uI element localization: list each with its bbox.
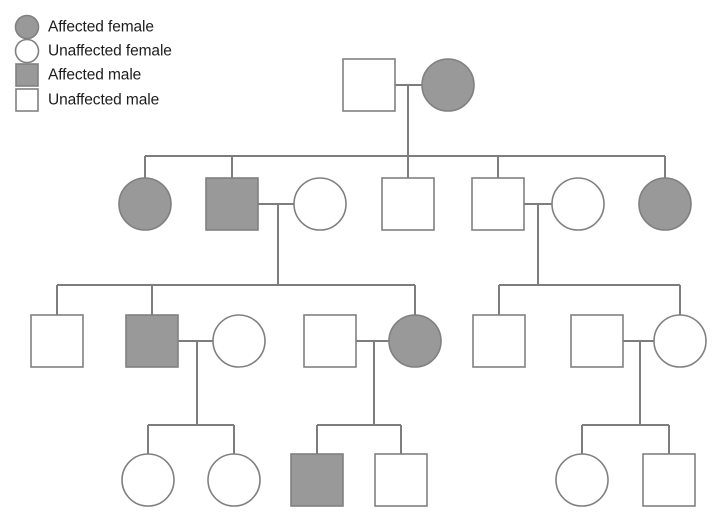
legend-symbol-affected-male — [15, 63, 39, 87]
individual-female-unaffected — [212, 314, 266, 368]
symbol-layer — [30, 58, 707, 507]
legend-label-affected-male: Affected male — [48, 67, 141, 84]
legend-symbol-unaffected-female — [14, 38, 40, 64]
individual-female-affected — [421, 58, 475, 112]
connector-layer — [56, 84, 681, 457]
individual-female-unaffected — [293, 177, 347, 231]
individual-female-unaffected — [551, 177, 605, 231]
individual-female-unaffected — [653, 314, 707, 368]
individual-female-unaffected — [207, 453, 261, 507]
individual-female-unaffected — [121, 453, 175, 507]
individual-female-affected — [118, 177, 172, 231]
individual-female-affected — [388, 314, 442, 368]
individual-male-affected — [125, 314, 179, 368]
individual-male-unaffected — [472, 314, 526, 368]
individual-male-unaffected — [374, 453, 428, 507]
individual-male-unaffected — [381, 177, 435, 231]
individual-male-unaffected — [570, 314, 624, 368]
legend-label-unaffected-male: Unaffected male — [48, 92, 159, 109]
individual-male-unaffected — [303, 314, 357, 368]
legend-label-affected-female: Affected female — [48, 19, 154, 36]
individual-male-unaffected — [342, 58, 396, 112]
individual-male-affected — [205, 177, 259, 231]
individual-female-affected — [638, 177, 692, 231]
legend-symbol-affected-female — [14, 14, 40, 40]
individual-female-unaffected — [555, 453, 609, 507]
legend-symbol-unaffected-male — [15, 88, 39, 112]
individual-male-unaffected — [471, 177, 525, 231]
individual-male-unaffected — [30, 314, 84, 368]
individual-male-affected — [290, 453, 344, 507]
individual-male-unaffected — [642, 453, 696, 507]
legend-label-unaffected-female: Unaffected female — [48, 43, 172, 60]
